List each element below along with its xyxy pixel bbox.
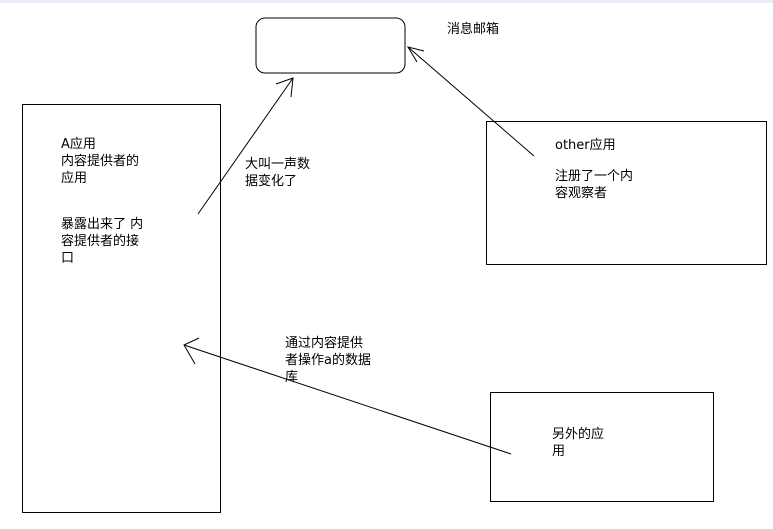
app-a-title: A应用 bbox=[61, 137, 96, 152]
notify-label-line1: 大叫一声数 bbox=[245, 157, 311, 172]
another-app-line1: 另外的应 bbox=[552, 427, 605, 442]
another-app-line2: 用 bbox=[552, 444, 566, 459]
other-app-line1: 注册了一个内 bbox=[555, 169, 634, 184]
access-label-line2: 者操作a的数据 bbox=[285, 353, 371, 368]
app-a-line3: 应用 bbox=[61, 171, 88, 186]
app-a-expose-line2: 容提供者的接 bbox=[61, 234, 140, 249]
app-a-line2: 内容提供者的 bbox=[61, 154, 140, 169]
mailbox-label: 消息邮箱 bbox=[447, 22, 500, 37]
app-a-box bbox=[22, 104, 221, 513]
notify-label-line2: 据变化了 bbox=[245, 174, 298, 189]
app-a-expose-line1: 暴露出来了 内 bbox=[61, 217, 144, 232]
access-arrow bbox=[183, 337, 512, 455]
top-strip bbox=[0, 0, 773, 3]
other-app-title: other应用 bbox=[555, 138, 616, 153]
another-app-box bbox=[490, 392, 714, 502]
app-a-expose-line3: 口 bbox=[61, 251, 75, 266]
mailbox-box bbox=[255, 17, 406, 74]
access-label-line1: 通过内容提供 bbox=[285, 336, 364, 351]
access-label-line3: 库 bbox=[285, 370, 299, 385]
other-app-line2: 容观察者 bbox=[555, 186, 608, 201]
observer-arrow bbox=[406, 46, 535, 157]
other-app-box bbox=[486, 121, 767, 265]
notify-arrow bbox=[197, 77, 294, 215]
